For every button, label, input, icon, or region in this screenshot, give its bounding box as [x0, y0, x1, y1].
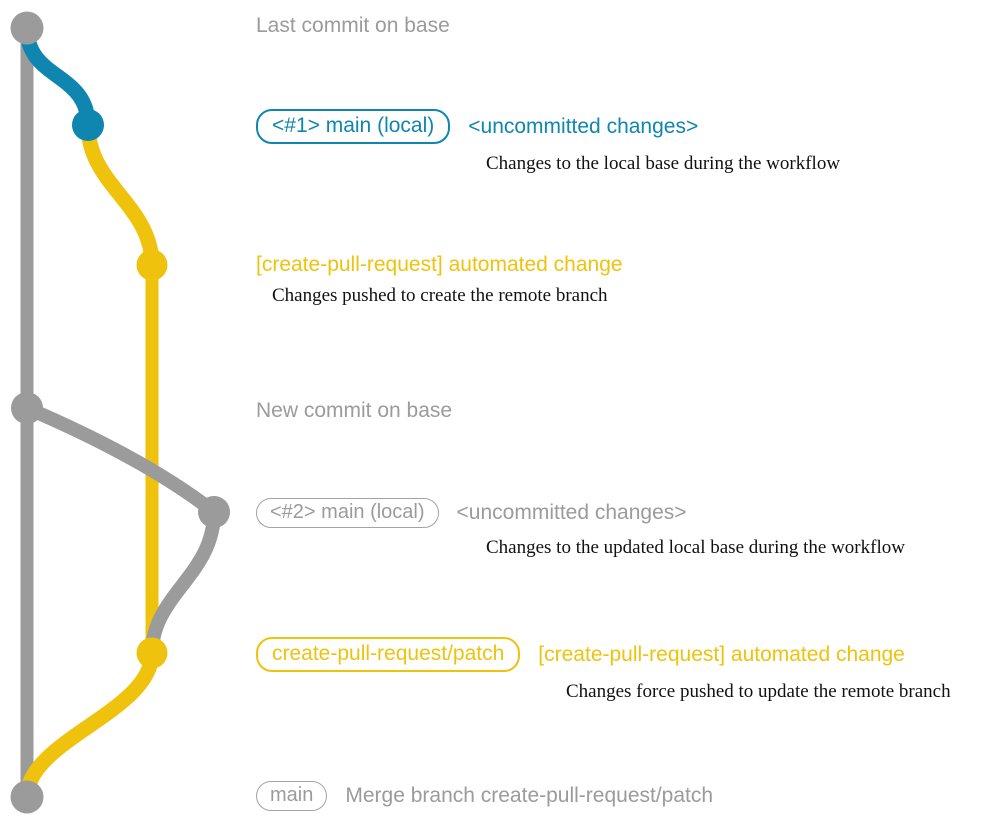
- local-branch-line-2: [20, 401, 221, 519]
- base-commit-node: [10, 11, 44, 45]
- row-remote-2-main: create-pull-request/patch [create-pull-r…: [256, 637, 951, 673]
- row-last-commit-on-base: Last commit on base: [256, 14, 450, 37]
- local-commit-node-1: [72, 109, 104, 141]
- local-branch-line-1: [19, 20, 96, 133]
- ref-pill-main-local-1[interactable]: <#1> main (local): [256, 109, 451, 145]
- commit-subject-last-commit-on-base: Last commit on base: [256, 14, 450, 37]
- base-commit-node-2: [11, 392, 43, 424]
- row-local-2-main: <#2> main (local) <uncommitted changes>: [256, 498, 905, 528]
- merge-commit-node: [10, 780, 44, 814]
- commit-description-local-2: Changes to the updated local base during…: [486, 537, 905, 558]
- remote-merge-line: [19, 645, 160, 805]
- remote-commit-node-1: [136, 249, 168, 281]
- local-to-remote-line-2: [145, 505, 221, 660]
- remote-branch-line-1: [80, 117, 160, 273]
- commit-subject-new-commit-on-base: New commit on base: [256, 399, 453, 422]
- row-local-1-main: <#1> main (local) <uncommitted changes>: [256, 109, 840, 145]
- row-remote-2: create-pull-request/patch [create-pull-r…: [256, 637, 951, 703]
- row-remote-1: [create-pull-request] automated change C…: [256, 253, 623, 307]
- row-new-commit-on-base: New commit on base: [256, 399, 452, 422]
- commit-subject-remote-1: [create-pull-request] automated change: [256, 253, 623, 276]
- commit-description-remote-1: Changes pushed to create the remote bran…: [272, 285, 608, 307]
- commit-subject-merge: Merge branch create-pull-request/patch: [345, 784, 714, 808]
- ref-pill-main[interactable]: main: [256, 781, 328, 811]
- commit-description-remote-2: Changes force pushed to update the remot…: [566, 681, 951, 703]
- commit-description-local-1: Changes to the local base during the wor…: [486, 153, 841, 175]
- local-commit-node-2: [198, 496, 230, 528]
- ref-pill-create-pull-request-patch[interactable]: create-pull-request/patch: [256, 637, 521, 673]
- commit-subject-remote-2: [create-pull-request] automated change: [538, 642, 905, 666]
- commit-subject-local-1: <uncommitted changes>: [468, 114, 699, 138]
- commit-subject-local-2: <uncommitted changes>: [456, 501, 687, 525]
- ref-pill-main-local-2[interactable]: <#2> main (local): [256, 498, 439, 528]
- row-local-2: <#2> main (local) <uncommitted changes> …: [256, 498, 905, 559]
- row-local-1: <#1> main (local) <uncommitted changes> …: [256, 109, 840, 175]
- remote-commit-node-2: [136, 637, 168, 669]
- row-merge: main Merge branch create-pull-request/pa…: [256, 781, 713, 811]
- row-remote-1-main: [create-pull-request] automated change: [256, 253, 623, 276]
- commit-graph: [10, 11, 230, 814]
